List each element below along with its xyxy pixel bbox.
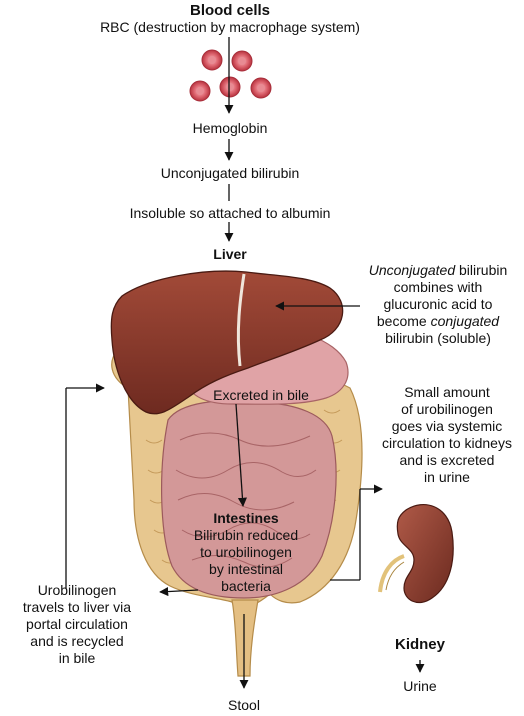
insoluble-albumin-label: Insoluble so attached to albumin [129,205,331,221]
connector-arrows [65,301,425,689]
rbc-subtitle: RBC (destruction by macrophage system) [100,19,360,35]
urobilinogen-recycle-note: Urobilinogen travels to liver via portal… [2,582,152,667]
liver-conjugation-note: Unconjugated bilirubin combines with glu… [352,262,524,347]
ureter-shape [378,554,405,593]
intestines-line-2: to urobilinogen [200,544,292,560]
liver-note-rest-1: bilirubin [455,262,508,278]
liver-note-pre-4: become [376,313,431,329]
kidney-route-note: Small amount of urobilinogen goes via sy… [372,384,522,486]
intestines-line-4: bacteria [221,578,271,594]
hemoglobin-label: Hemoglobin [192,120,268,136]
kidney-note-line-6: in urine [424,469,470,485]
liver-note-line-2: combines with [393,279,483,295]
urine-label: Urine [403,678,437,694]
kidney-shape [396,503,454,603]
intestines-line-1: Bilirubin reduced [193,527,299,543]
stool-label: Stool [228,697,260,713]
kidney-note-line-5: and is excreted [399,452,495,468]
liver-label: Liver [213,246,247,262]
recycle-line-5: in bile [58,650,96,666]
liver-note-italic-4: conjugated [430,313,500,329]
small-intestine-loops [175,432,317,568]
kidney-note-line-4: circulation to kidneys [382,435,512,451]
red-blood-cells-icon [189,49,272,102]
intestines-line-3: by intestinal [209,561,283,577]
intestines-note: Intestines Bilirubin reduced to urobilin… [176,510,316,595]
intestines-title: Intestines [213,510,279,526]
kidney-note-line-3: goes via systemic [391,418,503,434]
blood-cells-title: Blood cells [189,2,271,19]
falciform-ligament [236,273,246,367]
recycle-line-4: and is recycled [30,633,124,649]
liver-note-line-5: bilirubin (soluble) [385,330,491,346]
liver-shape [110,270,344,415]
liver-note-italic-1: Unconjugated [368,262,456,278]
kidney-note-line-2: of urobilinogen [401,401,493,417]
recycle-line-2: travels to liver via [22,599,132,615]
kidney-note-line-1: Small amount [404,384,490,400]
kidney-label: Kidney [394,636,445,653]
liver-note-line-3: glucuronic acid to [383,296,493,312]
excreted-in-bile-label: Excreted in bile [213,387,309,403]
recycle-line-1: Urobilinogen [37,582,117,598]
rectum-shape [231,599,259,677]
recycle-line-3: portal circulation [26,616,128,632]
unconjugated-bilirubin-label: Unconjugated bilirubin [160,165,300,181]
